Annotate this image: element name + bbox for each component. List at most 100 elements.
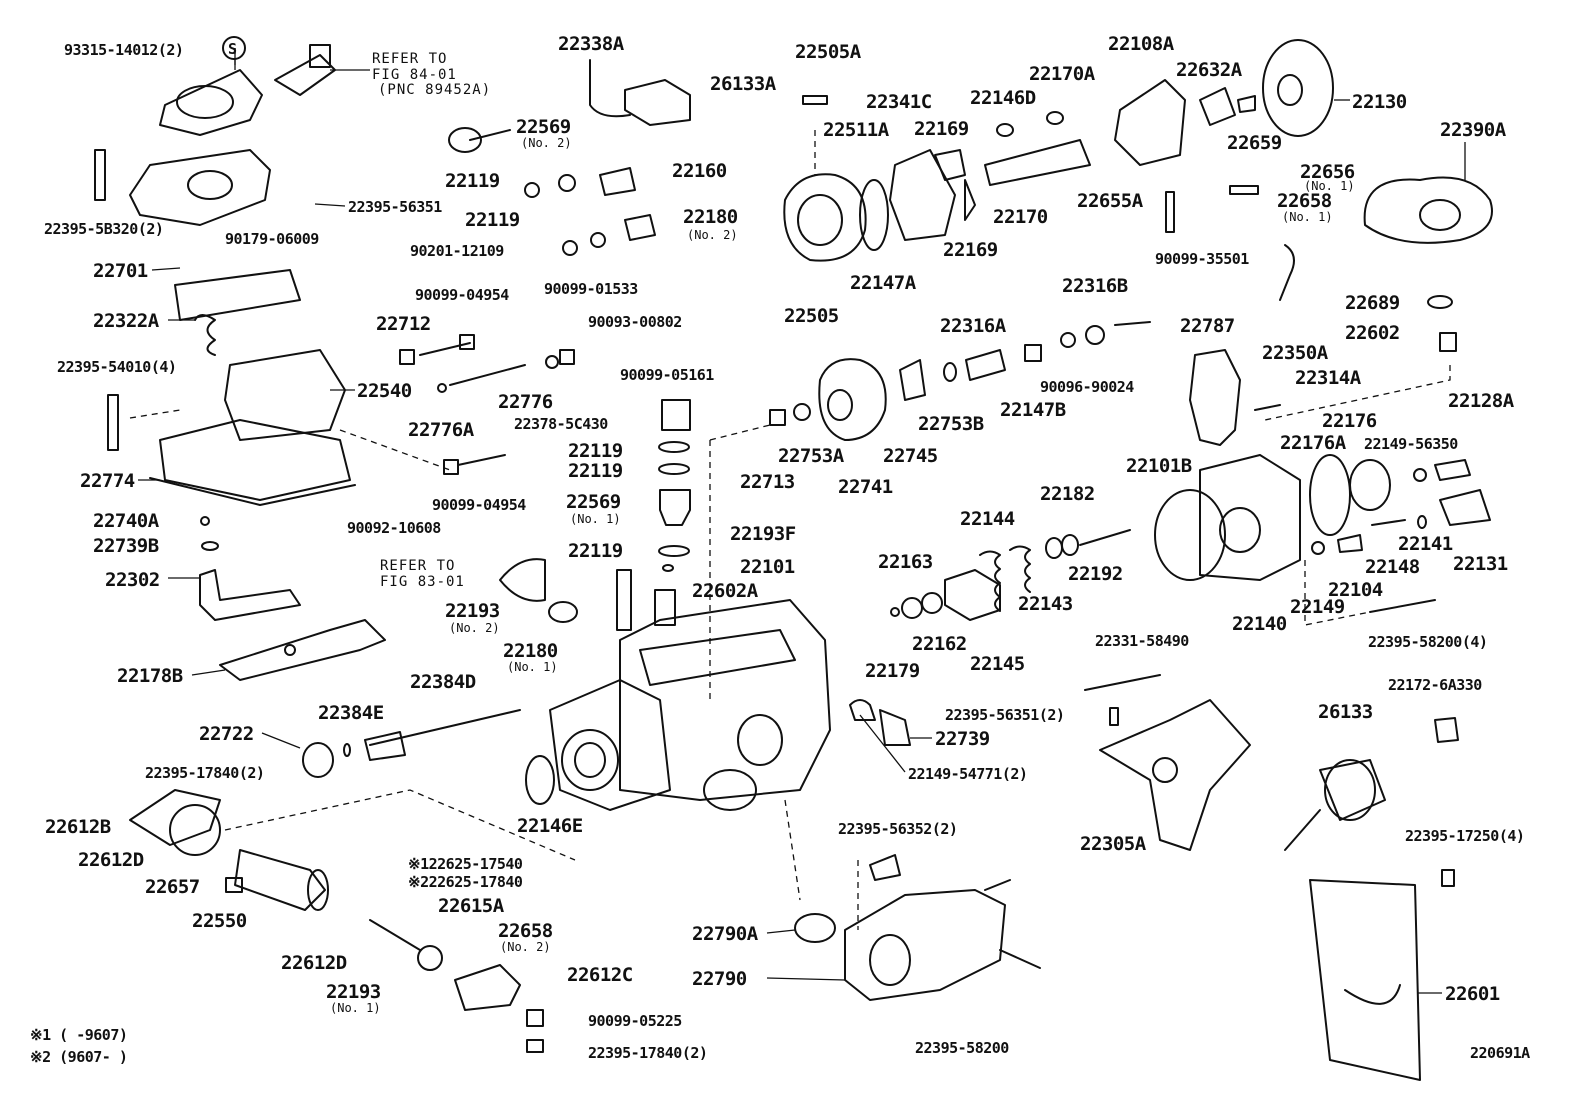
part-number-22119-d: 22119 xyxy=(568,460,623,482)
part-number-22176a: 22176A xyxy=(1280,432,1347,454)
part-number-22182: 22182 xyxy=(1040,483,1095,505)
part-number-22170: 22170 xyxy=(993,206,1048,228)
part-number-22147a: 22147A xyxy=(850,272,917,294)
part-number-90099-05225: 90099-05225 xyxy=(588,1012,682,1030)
circled-s-letter: S xyxy=(228,40,237,58)
part-number-22316b: 22316B xyxy=(1062,275,1128,297)
part-number-22305a: 22305A xyxy=(1080,833,1147,855)
part-number-22612c: 22612C xyxy=(567,964,633,986)
solenoid-valve-drawing xyxy=(448,59,691,256)
footnotes: ※1 ( -9607) ※2 (9607- ) 220691A xyxy=(30,1026,1531,1066)
part-number-22176: 22176 xyxy=(1322,410,1377,432)
note-22658-no1: (No. 1) xyxy=(1282,210,1333,224)
fuel-cut-solenoid-drawing xyxy=(794,854,1041,1001)
circled-s-marker xyxy=(222,36,246,60)
part-number-22169-a: 22169 xyxy=(914,118,969,140)
part-number-22776: 22776 xyxy=(498,391,553,413)
pump-housing-drawing xyxy=(302,599,831,811)
switch-cover-assembly-drawing xyxy=(159,44,336,136)
part-number-22160: 22160 xyxy=(672,160,727,182)
part-number-22128a: 22128A xyxy=(1448,390,1515,412)
part-number-22140: 22140 xyxy=(1232,613,1287,635)
part-number-22314a: 22314A xyxy=(1295,367,1362,389)
part-number-22774: 22774 xyxy=(80,470,135,492)
part-number-22130: 22130 xyxy=(1352,91,1407,113)
fittings-stack-drawing xyxy=(658,399,691,572)
note-22193-no2: (No. 2) xyxy=(449,621,500,635)
part-number-26133a: 26133A xyxy=(710,73,777,95)
note-22180-no2: (No. 2) xyxy=(687,228,738,242)
part-number-26133: 26133 xyxy=(1318,701,1373,723)
part-number-22178b: 22178B xyxy=(117,665,183,687)
part-number-22657: 22657 xyxy=(145,876,200,898)
footnote-2: ※2 (9607- ) xyxy=(30,1048,127,1066)
part-number-22119-e: 22119 xyxy=(568,540,623,562)
part-number-22395-17840-b: 22395-17840(2) xyxy=(588,1044,707,1062)
part-number-22511a: 22511A xyxy=(823,119,890,141)
part-number-22753b: 22753B xyxy=(918,413,984,435)
part-number-22625-17840: ※222625-17840 xyxy=(408,873,523,891)
part-number-22601: 22601 xyxy=(1445,983,1500,1005)
lever-bracket-group-drawing xyxy=(1084,176,1493,851)
part-number-22338a: 22338A xyxy=(558,33,625,55)
part-number-22395-56352: 22395-56352(2) xyxy=(838,820,957,838)
refer-fig-83-01: FIG 83-01 xyxy=(380,574,465,590)
part-number-22550: 22550 xyxy=(192,910,247,932)
sensor-and-valve-drawing xyxy=(499,558,676,631)
governor-housing-drawing xyxy=(107,269,356,506)
part-number-22302: 22302 xyxy=(105,569,160,591)
part-number-22144: 22144 xyxy=(960,508,1015,530)
part-number-22169-b: 22169 xyxy=(943,239,998,261)
adjusting-screws-drawing xyxy=(399,334,575,475)
lever-and-arm-drawing xyxy=(199,516,386,681)
bracket-plate-drawing xyxy=(94,149,271,226)
part-number-22655a: 22655A xyxy=(1077,190,1144,212)
part-number-22162: 22162 xyxy=(912,633,967,655)
part-number-22143: 22143 xyxy=(1018,593,1073,615)
diagram-id: 220691A xyxy=(1470,1044,1530,1062)
part-number-22722: 22722 xyxy=(199,723,254,745)
part-number-90099-35501: 90099-35501 xyxy=(1155,250,1249,268)
part-number-22395-17250: 22395-17250(4) xyxy=(1405,827,1524,845)
part-number-22395-58200-4: 22395-58200(4) xyxy=(1368,633,1487,651)
footnote-1: ※1 ( -9607) xyxy=(30,1026,127,1044)
part-number-22658-no1: 22658 xyxy=(1277,190,1332,212)
part-number-22505a: 22505A xyxy=(795,41,862,63)
part-number-22395-54010: 22395-54010(4) xyxy=(57,358,176,376)
part-number-22341c: 22341C xyxy=(866,91,932,113)
note-22180-no1: (No. 1) xyxy=(507,660,558,674)
electronic-parts-drawing xyxy=(1284,717,1459,1081)
part-number-22119-c: 22119 xyxy=(568,440,623,462)
part-number-22119-a: 22119 xyxy=(445,170,500,192)
part-number-22316a: 22316A xyxy=(940,315,1007,337)
part-number-90179-06009: 90179-06009 xyxy=(225,230,319,248)
part-number-22390a: 22390A xyxy=(1440,119,1507,141)
part-number-22505: 22505 xyxy=(784,305,839,327)
part-number-22753a: 22753A xyxy=(778,445,845,467)
refer-to-label-2: REFER TO xyxy=(380,558,455,574)
part-number-22395-17840-a: 22395-17840(2) xyxy=(145,764,264,782)
part-number-90099-04954-b: 90099-04954 xyxy=(432,496,526,514)
part-number-22148: 22148 xyxy=(1365,556,1420,578)
part-number-90092-10608: 90092-10608 xyxy=(347,519,441,537)
plunger-spring-group-drawing xyxy=(849,529,1131,746)
part-number-22384d: 22384D xyxy=(410,671,476,693)
part-number-22701: 22701 xyxy=(93,260,148,282)
part-number-22172-6a330: 22172-6A330 xyxy=(1388,676,1482,694)
assembly-dashed-lines xyxy=(129,48,1451,930)
part-number-22632a: 22632A xyxy=(1176,59,1243,81)
part-number-22790a: 22790A xyxy=(692,923,759,945)
part-number-22540: 22540 xyxy=(357,380,412,402)
part-number-22602: 22602 xyxy=(1345,322,1400,344)
part-number-22612d-a: 22612D xyxy=(78,849,144,871)
part-number-90099-05161: 90099-05161 xyxy=(620,366,714,384)
part-number-22149-54771: 22149-54771(2) xyxy=(908,765,1027,783)
part-number-22395-56351: 22395-56351 xyxy=(348,198,442,216)
note-22569-no1: (No. 1) xyxy=(570,512,621,526)
part-number-22656: 22656 xyxy=(1300,161,1355,183)
part-number-22193-no2: 22193 xyxy=(445,600,500,622)
part-number-90093-00802: 90093-00802 xyxy=(588,313,682,331)
part-number-22193f: 22193F xyxy=(730,523,796,545)
refer-fig-84-01: FIG 84-01 xyxy=(372,67,457,83)
part-number-22149-56350: 22149-56350 xyxy=(1364,435,1458,453)
